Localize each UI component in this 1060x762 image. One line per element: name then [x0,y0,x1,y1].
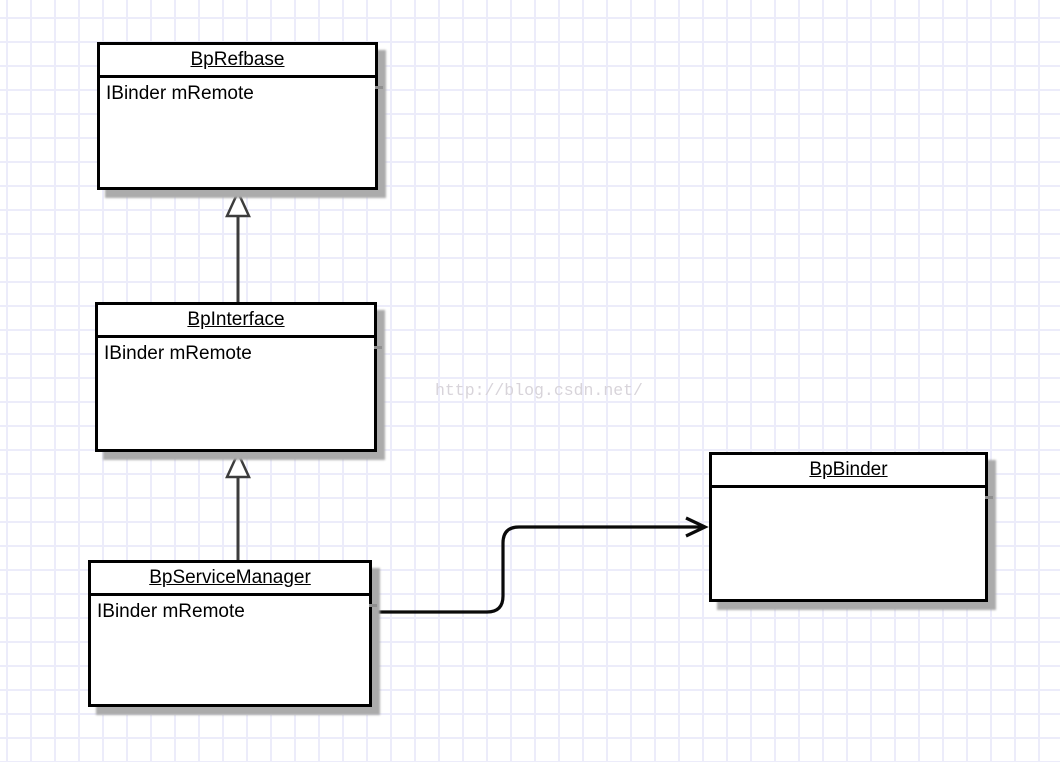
class-title-bpinterface: BpInterface [187,309,285,330]
class-fields [712,488,985,498]
divider-shadow-tick [375,86,383,89]
class-fields: IBinder mRemote [98,338,374,370]
class-title-bpbinder: BpBinder [809,459,888,480]
watermark-text: http://blog.csdn.net/ [435,381,643,400]
class-title-bprefbase: BpRefbase [190,49,285,70]
field-ibinder-mremote: IBinder mRemote [106,83,254,104]
class-header: BpBinder [712,455,985,488]
field-ibinder-mremote: IBinder mRemote [97,601,245,622]
divider-shadow-tick [374,346,382,349]
divider-shadow-tick [369,604,377,607]
inheritance-arrow-interface-to-refbase [225,188,251,303]
class-fields: IBinder mRemote [91,596,369,628]
class-fields: IBinder mRemote [100,78,375,110]
class-box-bpbinder: BpBinder [709,452,993,602]
class-box-bprefbase: BpRefbase IBinder mRemote [97,42,383,190]
class-box-bpinterface: BpInterface IBinder mRemote [95,302,382,452]
class-header: BpInterface [98,305,374,338]
divider-shadow-tick [985,496,993,499]
class-title-bpservicemanager: BpServiceManager [149,567,311,588]
inheritance-arrow-servicemanager-to-interface [225,449,251,561]
field-ibinder-mremote: IBinder mRemote [104,343,252,364]
class-header: BpServiceManager [91,563,369,596]
class-header: BpRefbase [100,45,375,78]
class-box-bpservicemanager: BpServiceManager IBinder mRemote [88,560,377,707]
